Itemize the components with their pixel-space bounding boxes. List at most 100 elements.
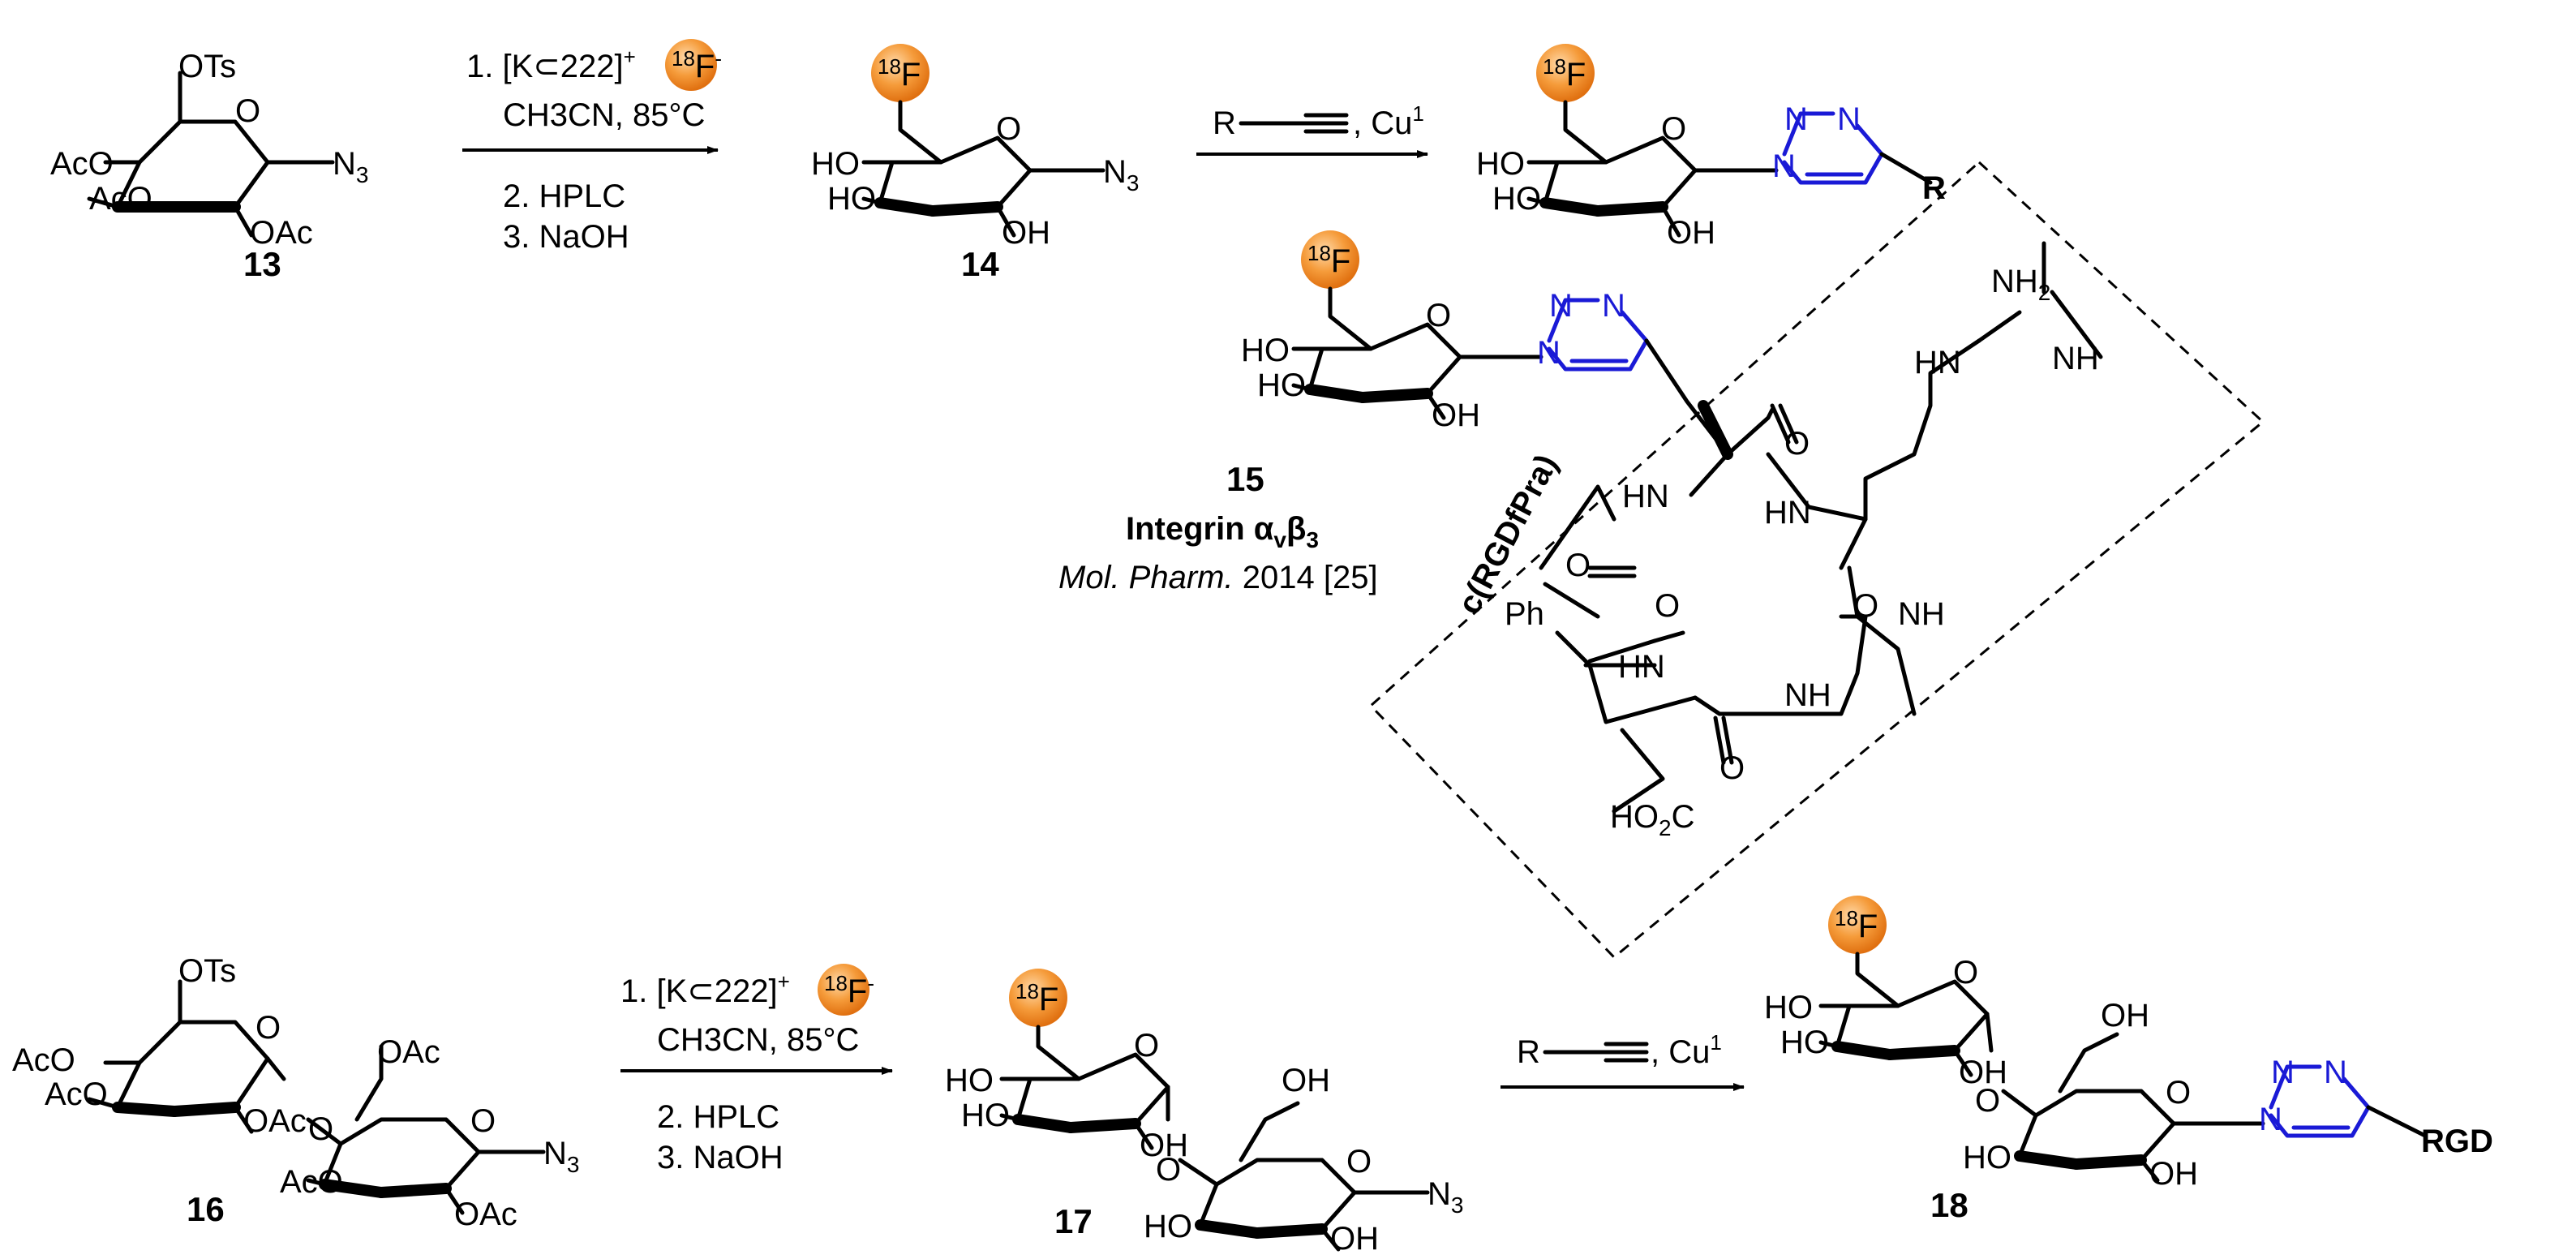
reagent-step3: 3. NaOH: [657, 1140, 784, 1175]
ho-label-2: HO: [1780, 1025, 1829, 1060]
r-group-label: R: [1922, 170, 1946, 206]
compound-number-15: 15: [1226, 460, 1264, 498]
compound-17: 18F O O HO HO OH O OH HO OH N3 17: [945, 969, 1463, 1257]
svg-text:18F: 18F: [1835, 906, 1878, 944]
compound-number-14: 14: [961, 245, 999, 283]
reagent-step3: 3. NaOH: [503, 219, 629, 255]
ring-oxygen-label-2: O: [1346, 1144, 1372, 1180]
triazole-n2: N: [2271, 1055, 2295, 1090]
svg-text:18F: 18F: [1015, 979, 1058, 1017]
aco-label-2: AcO: [45, 1076, 108, 1112]
nh-label-1: NH: [1898, 596, 1945, 632]
oh-label-3: OH: [1330, 1221, 1379, 1257]
hn-label-1: HN: [1622, 479, 1669, 514]
integrin-label: Integrin αvβ3: [1126, 511, 1319, 552]
aco-label-2: AcO: [89, 181, 152, 217]
fluorine-badge-18: 18F: [1828, 896, 1887, 954]
alkyne-r-label: R: [1517, 1034, 1540, 1070]
aco-label-3: AcO: [280, 1164, 343, 1200]
glycosidic-o: O: [308, 1111, 333, 1147]
svg-text:18F-: 18F-: [672, 46, 722, 84]
oac-label-1: OAc: [243, 1103, 307, 1139]
compound-18: 18F O O HO HO OH O OH HO OH N N N RGD: [1764, 896, 2493, 1224]
ring-oxygen-label-1: O: [1134, 1028, 1159, 1063]
phenyl-label: Ph: [1505, 596, 1544, 632]
reaction-arrow-2: R , Cu1: [1196, 101, 1428, 158]
carbonyl-o-3: O: [1719, 750, 1745, 786]
oh-label-1: OH: [1959, 1055, 2007, 1090]
carbonyl-o-5: O: [1565, 548, 1591, 583]
aco-label-1: AcO: [12, 1042, 75, 1078]
ho2c-label: HO2C: [1610, 799, 1694, 840]
compound-number-13: 13: [243, 245, 281, 283]
carbonyl-o-4: O: [1655, 588, 1680, 624]
reagent-step2: 2. HPLC: [657, 1099, 779, 1135]
oac-label-3: OAc: [454, 1197, 517, 1232]
ring-oxygen-label-2: O: [470, 1103, 496, 1139]
hn-label-3: HN: [1618, 649, 1665, 685]
triazole-n2: N: [1784, 101, 1808, 137]
carbonyl-o-1: O: [1784, 426, 1810, 462]
ring-oxygen-label: O: [1661, 111, 1686, 147]
oh-label-1: OH: [1140, 1128, 1188, 1163]
copper-catalyst-label: , Cu1: [1353, 101, 1424, 141]
compound-16: OTs O O AcO AcO OAc O OAc AcO OAc N3 16: [12, 953, 579, 1232]
reaction-arrow-3: 1. [K⊂222]+ 18F- CH3CN, 85°C 2. HPLC 3. …: [620, 964, 893, 1175]
oac-label: OAc: [250, 215, 313, 251]
azide-label: N3: [543, 1136, 579, 1177]
reagent-solvent: CH3CN, 85°C: [657, 1022, 859, 1058]
ots-label: OTs: [178, 953, 236, 989]
oh-label: OH: [1002, 215, 1050, 251]
peptide-label: c(RGDfPra): [1451, 449, 1565, 620]
reference-label: Mol. Pharm. 2014 [25]: [1058, 560, 1378, 595]
ho-label-2: HO: [1492, 181, 1541, 217]
nh-label-2: NH: [1784, 677, 1831, 713]
ho-label-1: HO: [811, 146, 860, 182]
ring-oxygen-label-1: O: [1953, 955, 1978, 990]
glycosidic-o: O: [1975, 1083, 2000, 1119]
ho-label-1: HO: [1476, 146, 1525, 182]
triazole-n1: N: [1772, 148, 1796, 184]
ho-label-2: HO: [961, 1098, 1010, 1133]
ots-label: OTs: [178, 49, 236, 84]
glycosidic-o: O: [1156, 1152, 1181, 1188]
reaction-arrow-4: R , Cu1: [1501, 1030, 1745, 1091]
reagent-step1: 1. [K⊂222]+: [466, 45, 636, 84]
svg-text:18F: 18F: [1543, 54, 1586, 92]
azide-label: N3: [1428, 1176, 1463, 1218]
nh2-label: NH2: [1991, 264, 2050, 305]
triazole-n2: N: [1549, 288, 1573, 324]
carbonyl-o-2: O: [1853, 588, 1878, 624]
ho-label-2: HO: [1257, 367, 1306, 403]
copper-catalyst-label: , Cu1: [1651, 1030, 1722, 1070]
ring-oxygen-label: O: [1426, 298, 1451, 333]
ring-oxygen-label-1: O: [255, 1010, 281, 1046]
triazole-n3: N: [2324, 1055, 2347, 1090]
compound-14: 18F O HO HO OH N3 14: [811, 44, 1139, 283]
fluorine-badge-15: 18F: [1301, 230, 1359, 289]
ring-oxygen-label: O: [235, 93, 260, 129]
triazole-n3: N: [1602, 288, 1625, 324]
reagent-step1: 1. [K⊂222]+: [620, 969, 790, 1009]
reagent-step2: 2. HPLC: [503, 178, 625, 214]
fluorine-badge-r1: 18F-: [665, 39, 722, 91]
peptide-dashed-box: c(RGDfPra): [1368, 160, 2265, 960]
hn-label-4: HN: [1914, 345, 1961, 380]
oh-label-2: OH: [2101, 998, 2149, 1033]
aco-label-1: AcO: [50, 146, 114, 182]
ho-label-2: HO: [827, 181, 876, 217]
triazole-product-top: 18F O HO HO OH N N N R: [1476, 44, 1946, 251]
reaction-arrow-1: 1. [K⊂222]+ 18F- CH3CN, 85°C 2. HPLC 3. …: [462, 39, 722, 255]
fluorine-badge-14: 18F: [871, 44, 930, 102]
compound-13: OTs O AcO AcO OAc N3 13: [50, 49, 368, 283]
ho-label-3: HO: [1144, 1209, 1192, 1244]
oh-label-2: OH: [1282, 1063, 1330, 1098]
fluorine-badge-17: 18F: [1009, 969, 1067, 1027]
ho-label-3: HO: [1963, 1140, 2011, 1175]
oac-label-2: OAc: [377, 1034, 440, 1070]
azide-label: N3: [1103, 154, 1139, 196]
ho-label-1: HO: [945, 1063, 994, 1098]
svg-text:18F: 18F: [1307, 241, 1350, 279]
compound-15: 18F O HO HO OH N N N: [1058, 230, 2103, 840]
